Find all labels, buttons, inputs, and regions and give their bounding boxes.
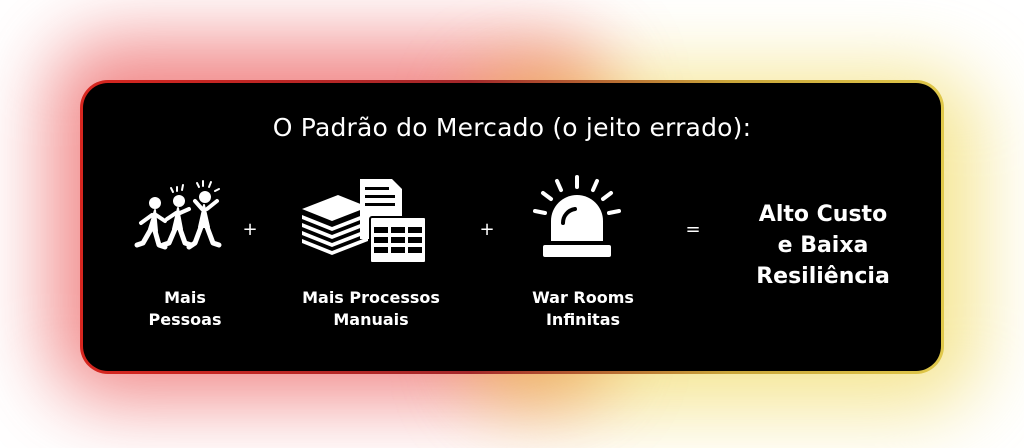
card-title: O Padrão do Mercado (o jeito errado):	[272, 113, 752, 142]
result-text: Alto Custo e Baixa Resiliência	[756, 202, 890, 289]
formula-card: O Padrão do Mercado (o jeito errado):	[80, 80, 944, 374]
running-people-icon	[134, 180, 222, 250]
equals-operator: =	[685, 219, 701, 240]
alarm-siren-icon	[533, 175, 621, 257]
label-mais-processos-manuais: Mais Processos Manuais	[302, 288, 440, 329]
plus-operator-1: +	[242, 219, 258, 240]
paper-stack-spreadsheet-icon	[302, 179, 427, 264]
plus-operator-2: +	[479, 219, 495, 240]
label-war-rooms-infinitas: War Rooms Infinitas	[532, 288, 634, 329]
label-mais-pessoas: Mais Pessoas	[148, 288, 222, 329]
